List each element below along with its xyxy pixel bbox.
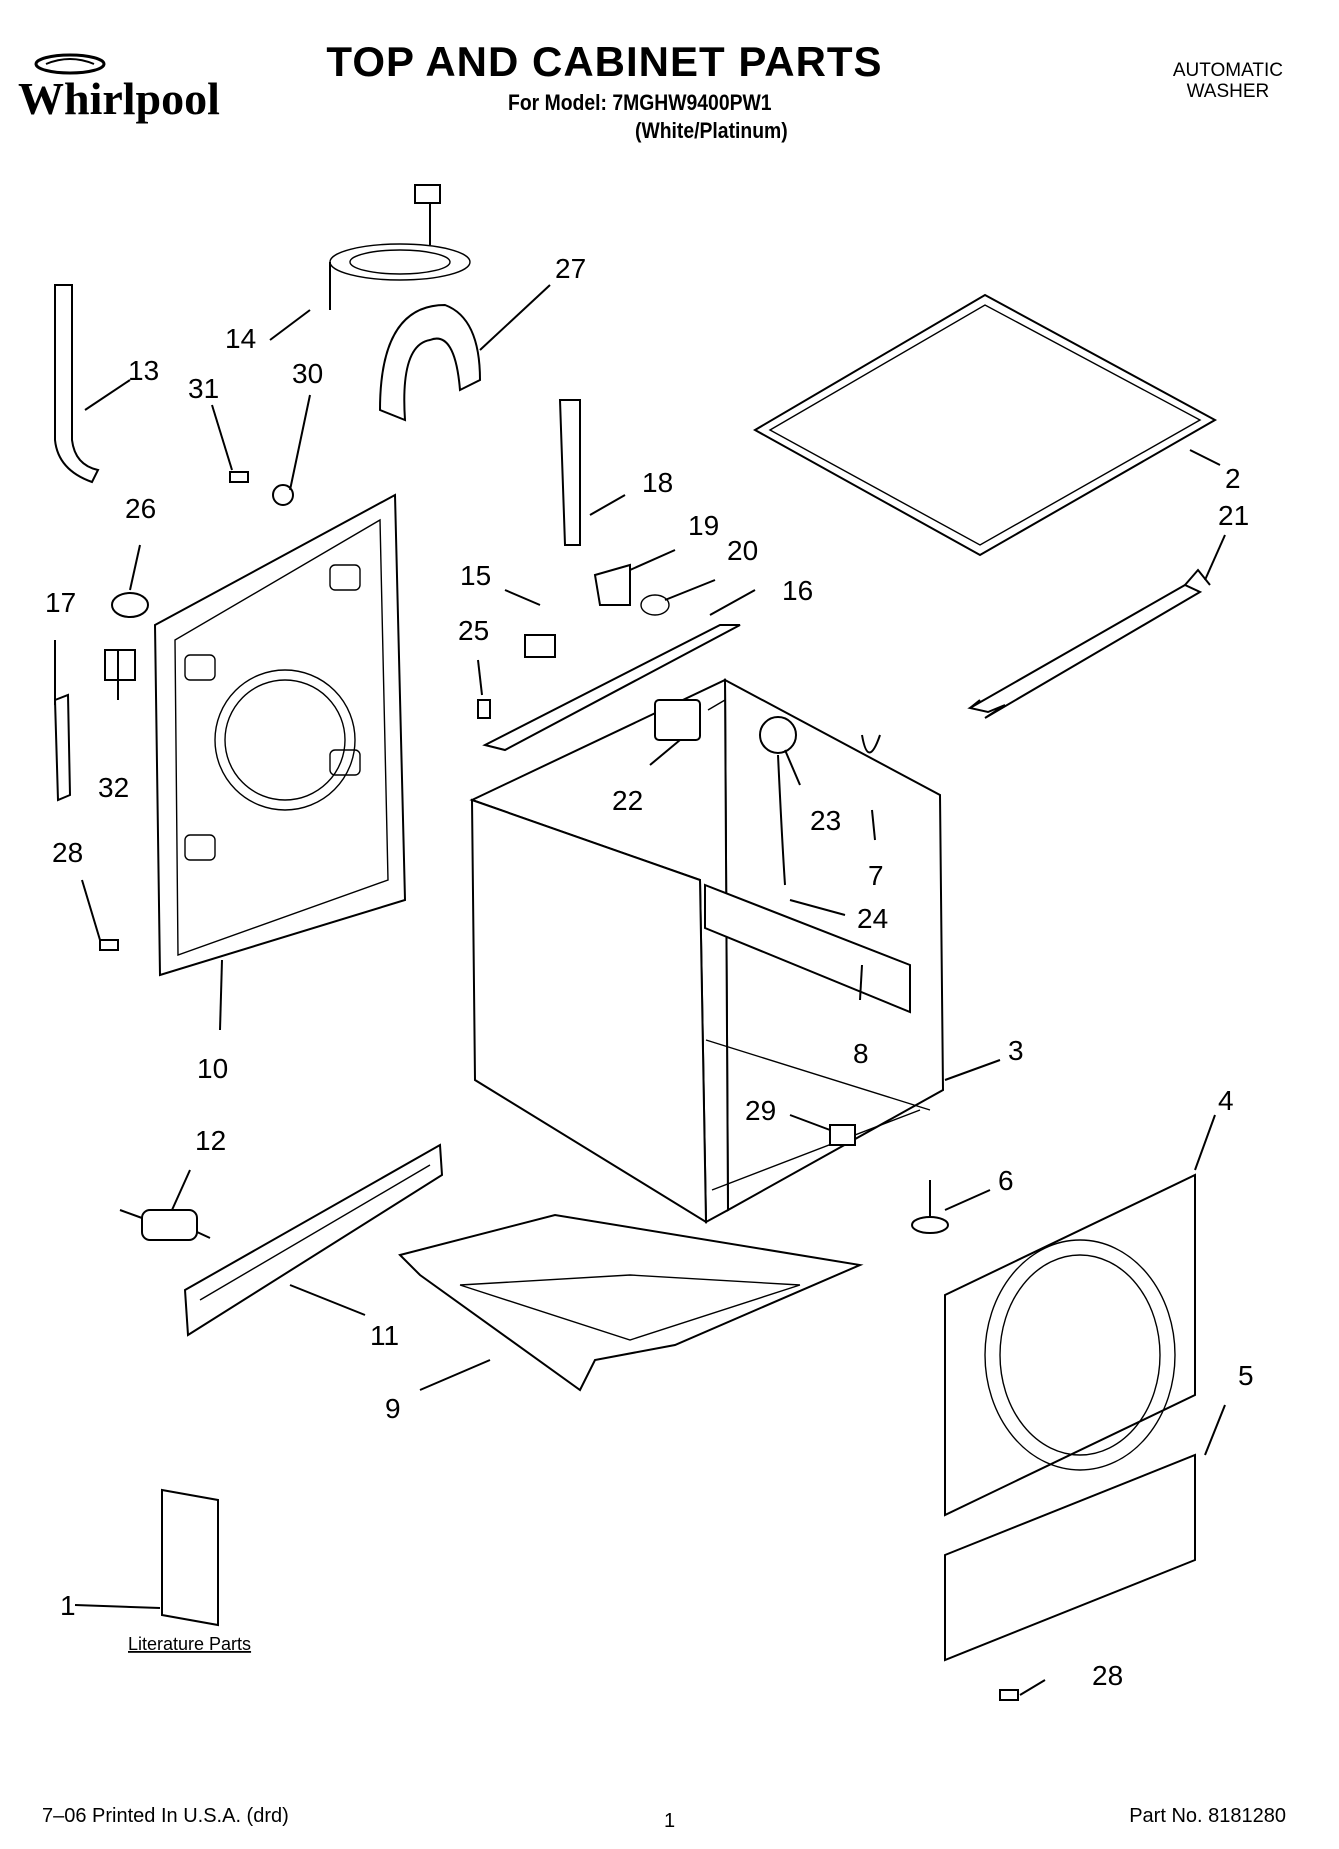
- callout-29: 29: [745, 1095, 776, 1126]
- part-base-rail: [183, 1143, 444, 1337]
- part-cord-clip: [53, 693, 72, 802]
- callout-28b: 28: [1092, 1660, 1123, 1691]
- part-crossbrace: [704, 883, 911, 1014]
- part-number: Part No. 8181280: [1129, 1805, 1286, 1827]
- part-rear-panel: [153, 493, 407, 977]
- callout-9: 9: [385, 1393, 401, 1424]
- part-switch-clip: [524, 634, 556, 658]
- part-screw-28a: [99, 939, 119, 951]
- part-top-gasket: [752, 293, 1218, 557]
- part-floor-pad: [398, 1213, 864, 1392]
- part-water-valve: [119, 1209, 211, 1241]
- variant-line: (White/Platinum): [635, 118, 788, 143]
- part-clamp: [640, 594, 670, 616]
- callout-24: 24: [857, 903, 888, 934]
- print-info: 7–06 Printed In U.S.A. (drd): [42, 1805, 289, 1827]
- callout-8: 8: [853, 1038, 869, 1069]
- callout-28a: 28: [52, 837, 83, 868]
- part-cabinet: [469, 678, 945, 1224]
- part-pressure-switch: [759, 716, 797, 754]
- callout-32: 32: [98, 772, 129, 803]
- callout-5: 5: [1238, 1360, 1254, 1391]
- callout-2: 2: [1225, 463, 1241, 494]
- callout-21: 21: [1218, 500, 1249, 531]
- callout-25: 25: [458, 615, 489, 646]
- callout-22: 22: [612, 785, 643, 816]
- callout-15: 15: [460, 560, 491, 591]
- part-clip: [861, 734, 881, 754]
- part-brace: [967, 568, 1211, 719]
- part-clamp-30: [272, 484, 294, 506]
- callout-18: 18: [642, 467, 673, 498]
- callout-31: 31: [188, 373, 219, 404]
- callout-20: 20: [727, 535, 758, 566]
- part-tube: [777, 754, 786, 886]
- callout-16: 16: [782, 575, 813, 606]
- callout-26: 26: [125, 493, 156, 524]
- part-power-cord: [329, 184, 471, 310]
- callout-10: 10: [197, 1053, 228, 1084]
- part-screw-31: [229, 471, 249, 483]
- part-screw-28b: [999, 1689, 1019, 1701]
- callout-14: 14: [225, 323, 256, 354]
- callout-19: 19: [688, 510, 719, 541]
- callout-4: 4: [1218, 1085, 1234, 1116]
- callout-3: 3: [1008, 1035, 1024, 1066]
- part-hose-elbow: [593, 563, 631, 606]
- part-lid-switch: [654, 699, 701, 741]
- part-front-panel: [944, 1173, 1196, 1517]
- whirlpool-logo: Whirlpool: [18, 46, 268, 131]
- callout-11: 11: [370, 1320, 399, 1351]
- callout-30: 30: [292, 358, 323, 389]
- part-clip-29: [829, 1124, 856, 1146]
- part-drain-hose: [558, 399, 581, 546]
- part-lower-panel: [944, 1453, 1196, 1662]
- brand-text: Whirlpool: [18, 73, 220, 124]
- part-control-bar: [482, 624, 741, 752]
- part-leveling-leg: [911, 1180, 949, 1234]
- page-number: 1: [664, 1810, 676, 1832]
- callout-23: 23: [810, 805, 841, 836]
- part-clamp-32: [104, 649, 136, 681]
- part-literature: [161, 1488, 219, 1627]
- callout-1: 1: [60, 1590, 76, 1621]
- callout-13: 13: [128, 355, 159, 386]
- part-grommet: [111, 592, 149, 618]
- appliance-category: AUTOMATIC WASHER: [1172, 60, 1283, 102]
- leader-lines: [54, 284, 1226, 1696]
- callout-17: 17: [45, 587, 76, 618]
- callout-12: 12: [195, 1125, 226, 1156]
- model-line: For Model: 7MGHW9400PW1: [508, 90, 772, 115]
- part-inlet-hose: [54, 284, 100, 484]
- callout-6: 6: [998, 1165, 1014, 1196]
- part-hose-bracket: [378, 303, 482, 422]
- callout-7: 7: [868, 860, 884, 891]
- literature-parts-label: Literature Parts: [128, 1634, 251, 1654]
- callout-27: 27: [555, 253, 586, 284]
- page-title: TOP AND CABINET PARTS: [326, 38, 883, 85]
- part-screw-25: [477, 699, 491, 719]
